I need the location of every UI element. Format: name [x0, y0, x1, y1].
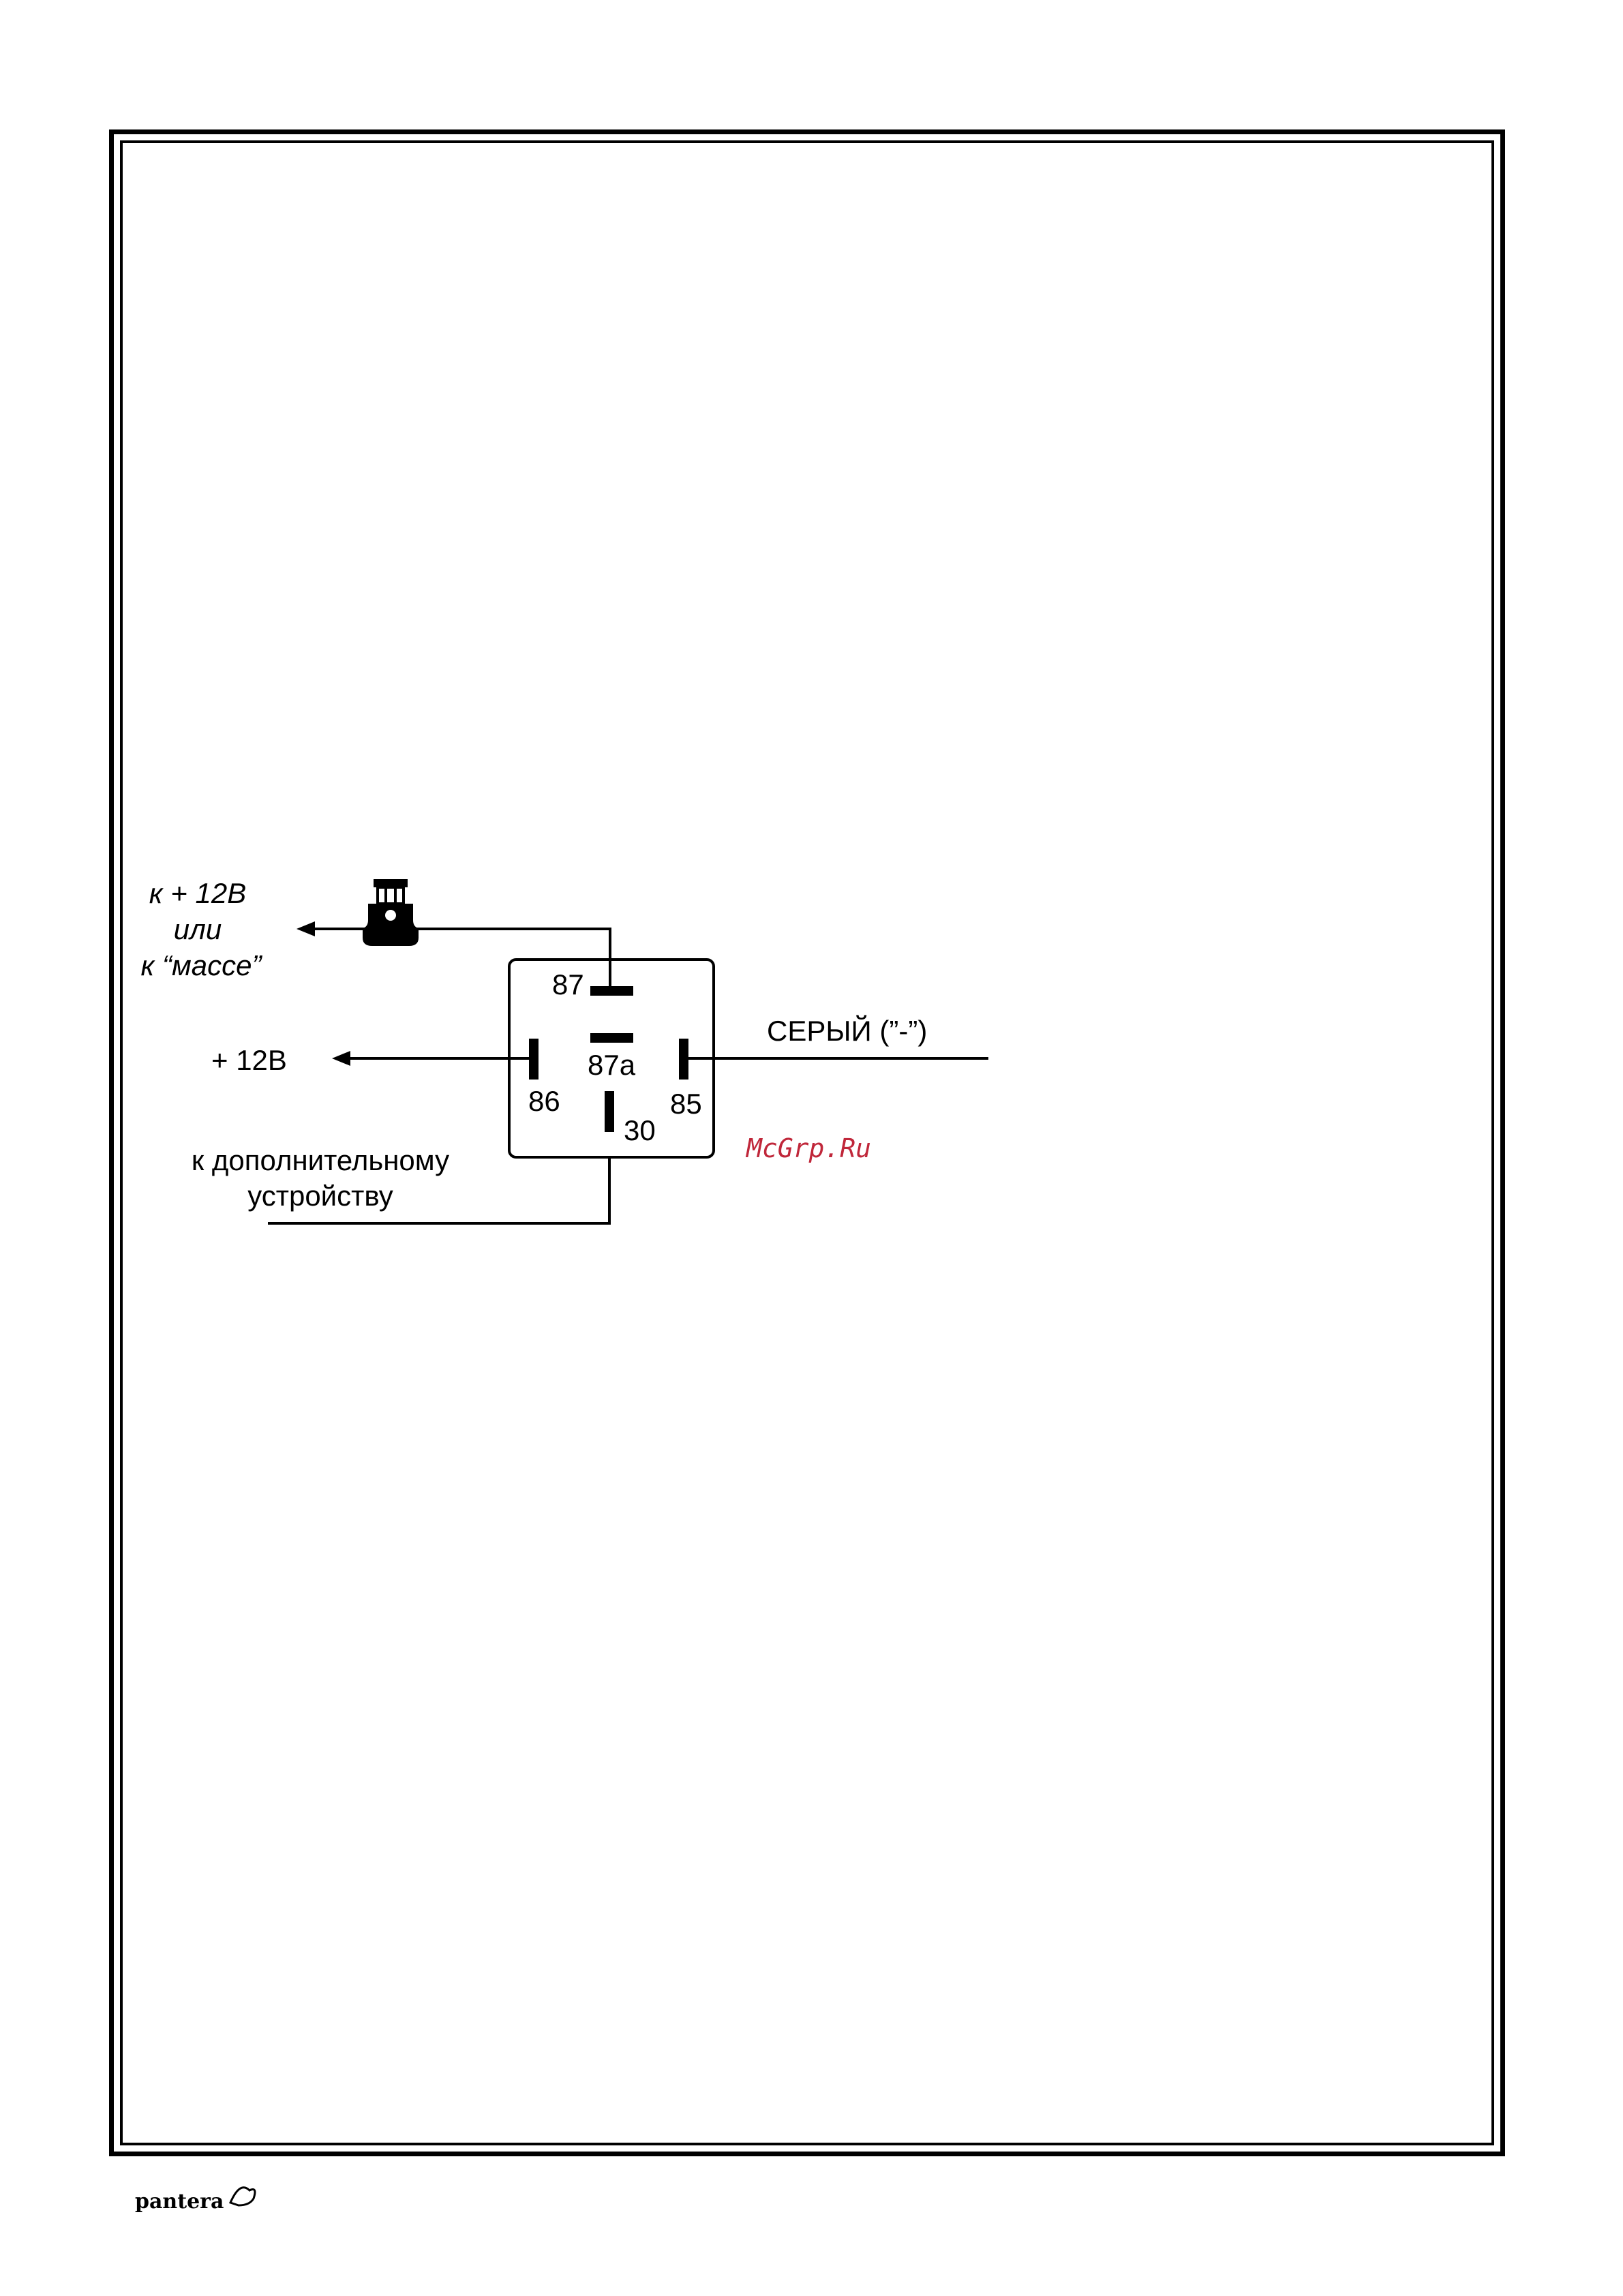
pin-label-85: 85: [670, 1088, 702, 1120]
panther-icon: [230, 2188, 255, 2205]
brand-logo-text: pantera: [135, 2190, 224, 2214]
arrow-left-12v-icon: [332, 1051, 350, 1066]
pin-label-86: 86: [528, 1085, 560, 1117]
label-plus-12v: + 12В: [211, 1044, 287, 1076]
watermark-text: McGrp.Ru: [745, 1133, 871, 1163]
brand-logo: pantera: [135, 2188, 255, 2214]
label-to-device-1: к дополнительному: [192, 1144, 449, 1176]
fuse-icon: [363, 879, 419, 946]
label-to-ground: к “массе”: [141, 949, 263, 981]
label-to-12v: к + 12В: [149, 877, 246, 909]
pin-30: [605, 1091, 614, 1132]
arrow-left-top-icon: [297, 921, 315, 936]
label-or: или: [174, 913, 222, 945]
label-to-device-2: устройству: [247, 1180, 393, 1212]
pin-label-87a: 87a: [588, 1049, 636, 1081]
pin-86: [529, 1039, 539, 1080]
pin-87a: [590, 1033, 633, 1043]
label-gray-wire: СЕРЫЙ (”-”): [767, 1014, 927, 1047]
pin-85: [679, 1039, 688, 1080]
pin-label-30: 30: [624, 1114, 656, 1146]
pin-label-87: 87: [552, 968, 584, 1000]
pin-87: [590, 986, 633, 996]
